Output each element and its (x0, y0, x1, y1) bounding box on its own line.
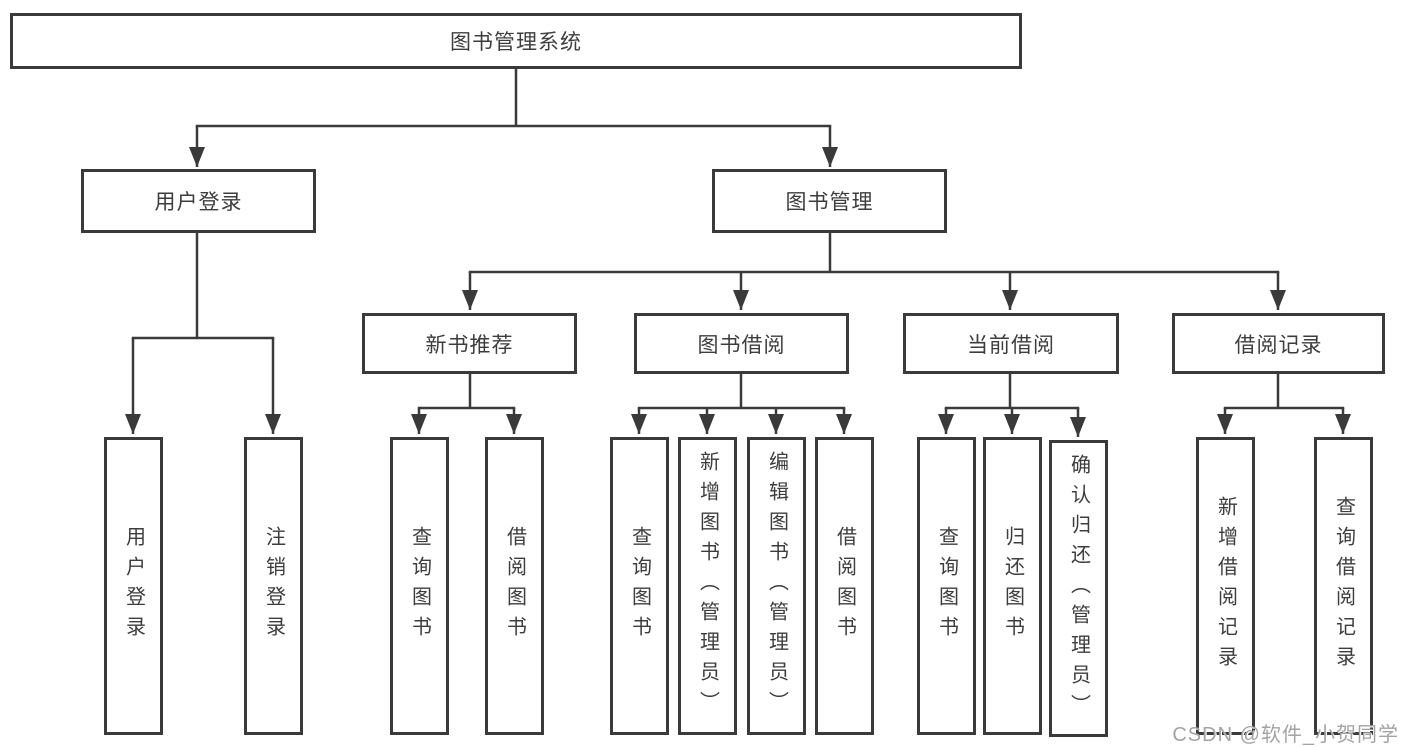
leaf-query-books-borrowing: 查询图书 (610, 437, 669, 735)
leaf-label: 新增借阅记录 (1214, 496, 1237, 676)
leaf-label: 编辑图书（管理员） (765, 451, 788, 721)
leaf-query-books-current: 查询图书 (917, 437, 976, 735)
node-current-borrowing: 当前借阅 (903, 313, 1119, 374)
leaf-user-login: 用户登录 (104, 437, 163, 735)
node-library-management-system: 图书管理系统 (10, 13, 1022, 69)
leaf-logout-login: 注销登录 (244, 437, 303, 735)
leaf-borrow-books: 借阅图书 (815, 437, 874, 735)
node-label: 图书借阅 (697, 333, 786, 357)
node-new-book-recommendation: 新书推荐 (362, 313, 577, 374)
node-user-login: 用户登录 (81, 169, 316, 233)
leaf-add-books-admin: 新增图书（管理员） (678, 437, 737, 735)
node-borrowing-records: 借阅记录 (1172, 313, 1385, 374)
node-label: 图书管理系统 (450, 31, 582, 54)
leaf-add-borrowing-record: 新增借阅记录 (1196, 437, 1255, 735)
leaf-label: 借阅图书 (503, 526, 526, 646)
node-label: 新书推荐 (425, 333, 514, 357)
node-label: 当前借阅 (967, 333, 1055, 357)
leaf-label: 归还图书 (1001, 526, 1024, 646)
node-book-management: 图书管理 (712, 169, 947, 233)
leaf-label: 查询图书 (628, 526, 651, 646)
node-label: 图书管理 (785, 191, 874, 214)
csdn-watermark: CSDN @软件_小贺同学 (1172, 724, 1399, 746)
node-label: 用户登录 (154, 191, 243, 214)
leaf-label: 借阅图书 (833, 526, 856, 646)
leaf-label: 用户登录 (122, 526, 145, 646)
leaf-label: 查询借阅记录 (1332, 496, 1355, 676)
leaf-query-books-recommend: 查询图书 (390, 437, 449, 735)
leaf-return-books: 归还图书 (983, 437, 1042, 735)
leaf-label: 查询图书 (408, 526, 431, 646)
leaf-label: 注销登录 (262, 526, 285, 646)
leaf-label: 查询图书 (935, 526, 958, 646)
leaf-edit-books-admin: 编辑图书（管理员） (747, 437, 806, 735)
node-book-borrowing: 图书借阅 (634, 313, 849, 374)
leaf-confirm-return-admin: 确认归还（管理员） (1049, 440, 1108, 737)
leaf-label: 确认归还（管理员） (1067, 453, 1090, 724)
leaf-query-borrowing-record: 查询借阅记录 (1314, 437, 1373, 735)
leaf-borrow-books-recommend: 借阅图书 (485, 437, 544, 735)
leaf-label: 新增图书（管理员） (696, 451, 719, 721)
node-label: 借阅记录 (1234, 333, 1323, 357)
